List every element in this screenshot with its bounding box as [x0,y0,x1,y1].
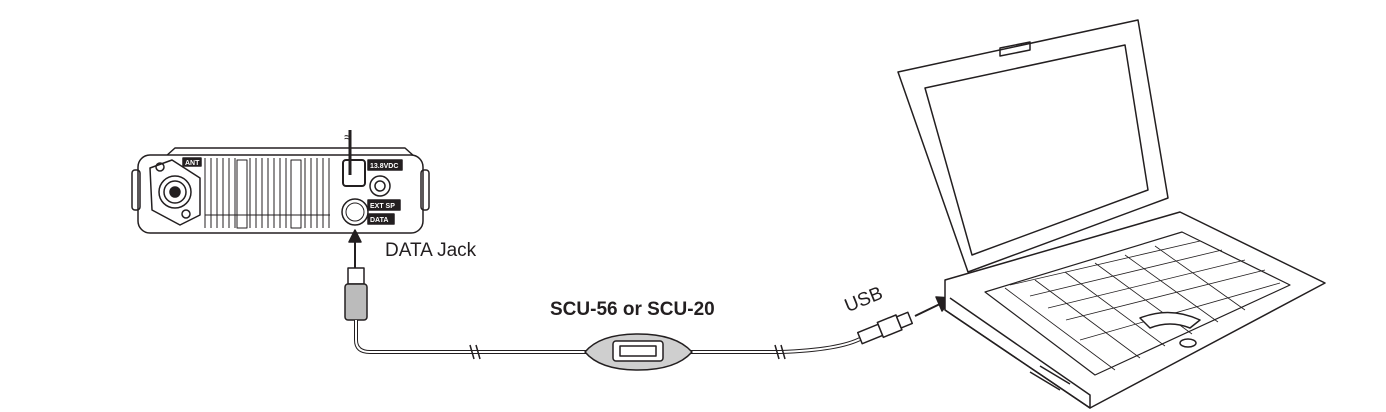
data-port-label: DATA [370,217,388,224]
radio-transceiver-rear: ANT ≈ 13.8VDC EXT SP DATA [131,129,430,234]
laptop-computer [897,19,1326,409]
svg-text:≈: ≈ [344,129,352,145]
data-jack-label: DATA Jack [385,240,477,261]
data-jack [341,198,369,226]
arrow-up-icon [348,229,362,268]
cable-model-label: SCU-56 or SCU-20 [550,299,715,320]
ant-label: ANT [185,160,200,167]
scu-converter-box [584,333,693,371]
usb-plug [856,311,914,345]
data-plug [344,267,368,321]
power-label: 13.8VDC [370,163,398,170]
ext-sp-label: EXT SP [370,203,395,210]
